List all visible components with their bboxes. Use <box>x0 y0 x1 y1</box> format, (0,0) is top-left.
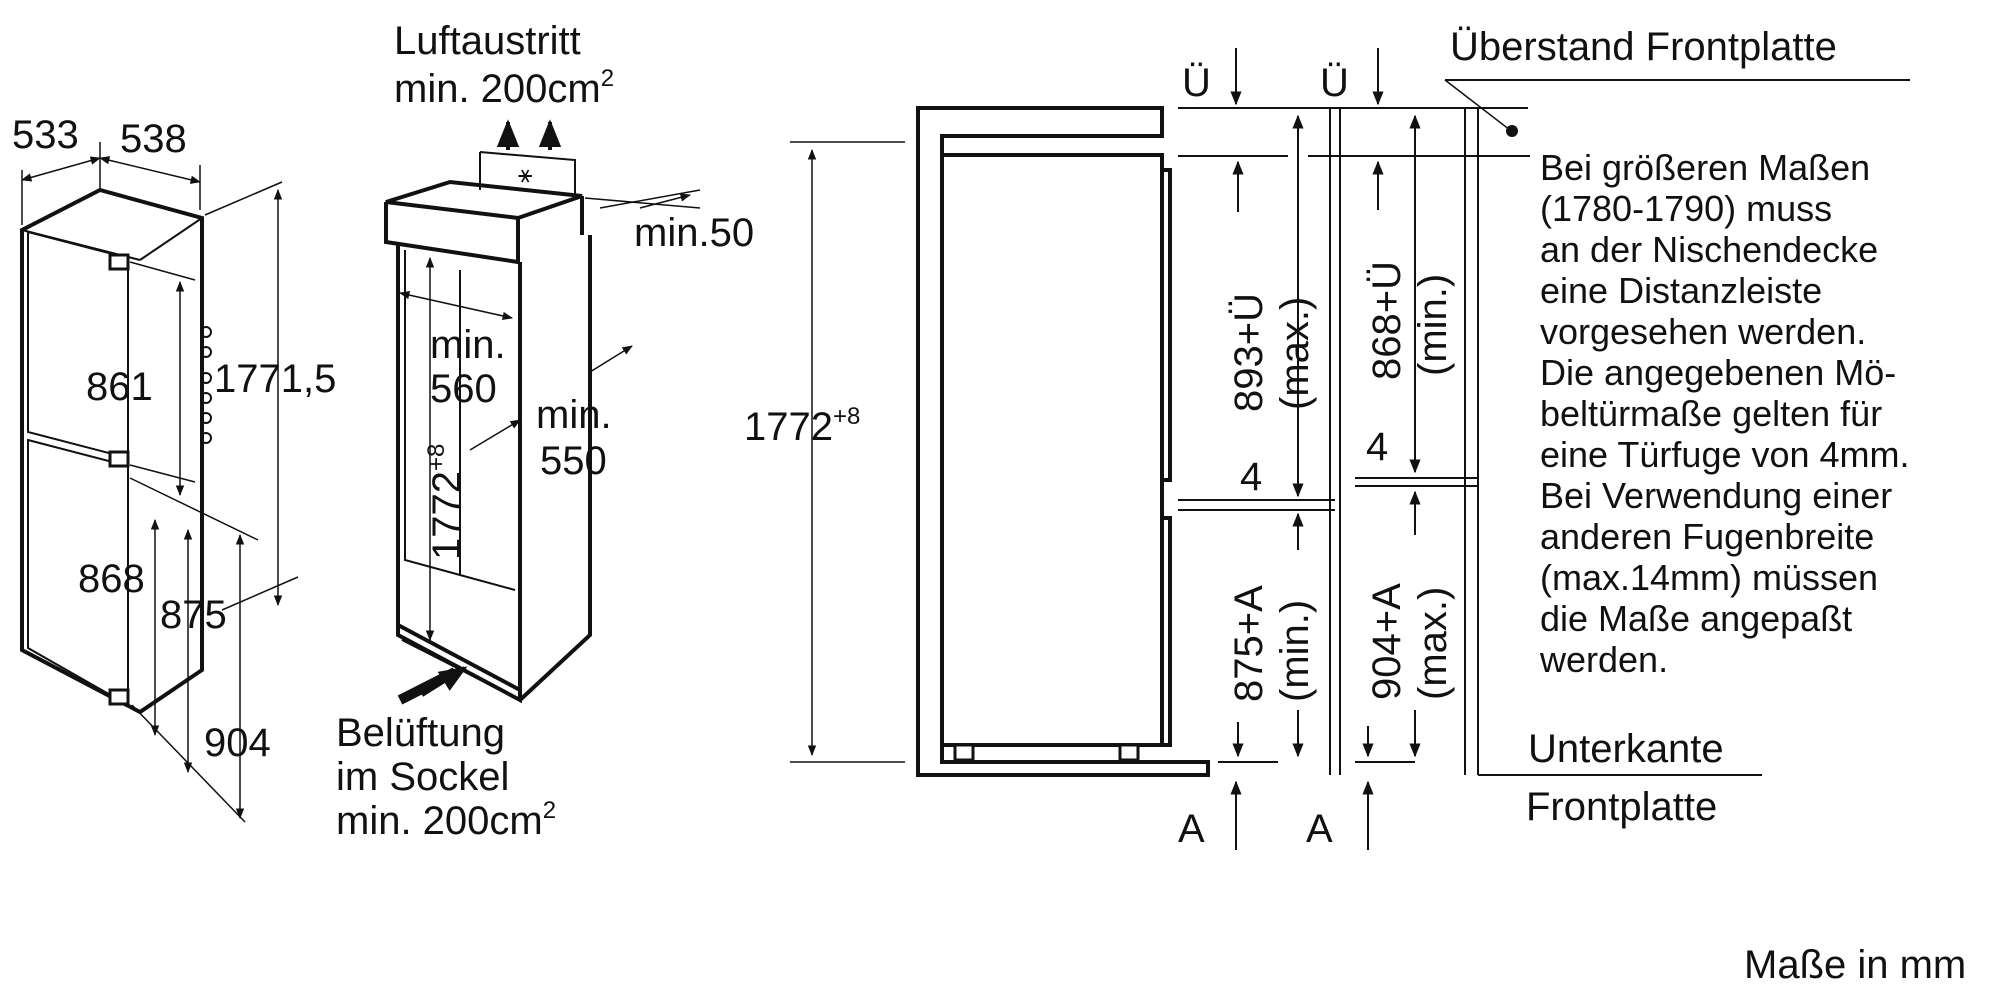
gap-left: 4 <box>1240 455 1262 499</box>
top-left-note: (max.) <box>1273 297 1317 410</box>
note-line: Bei Verwendung einer <box>1540 475 1892 516</box>
niche-width-min: min. <box>430 323 506 367</box>
vent-label-3: min. 200cm2 <box>336 797 556 843</box>
appliance-perspective-view: 533 538 861 1771,5 868 875 904 <box>12 113 336 823</box>
installation-notes: Bei größeren Maßen (1780-1790) muss an d… <box>1539 147 1910 680</box>
bottom-edge-label-2: Frontplatte <box>1526 785 1717 829</box>
overhang-label: Überstand Frontplatte <box>1450 25 1837 69</box>
vent-label-1: Belüftung <box>336 711 505 755</box>
note-line: Die angegebenen Mö- <box>1540 352 1896 393</box>
note-line: vorgesehen werden. <box>1540 311 1866 352</box>
niche-depth-value: 550 <box>540 439 607 483</box>
u-marker-left: Ü <box>1182 61 1211 105</box>
dim-door-top: 861 <box>86 365 153 409</box>
bottom-edge-label-1: Unterkante <box>1528 727 1724 771</box>
air-outlet-label: Luftaustritt <box>394 19 581 63</box>
dim-height: 1771,5 <box>214 357 336 401</box>
note-line: eine Distanzleiste <box>1540 270 1822 311</box>
note-line: Bei größeren Maßen <box>1540 147 1870 188</box>
top-right-dim: 868+Ü <box>1365 261 1409 380</box>
bottom-left-dim: 875+A <box>1227 585 1271 702</box>
note-line: eine Türfuge von 4mm. <box>1540 434 1910 475</box>
note-line: anderen Fugenbreite <box>1540 516 1874 557</box>
note-line: (1780-1790) muss <box>1540 188 1832 229</box>
total-height: 1772+8 <box>744 403 860 449</box>
note-line: beltürmaße gelten für <box>1540 393 1882 434</box>
a-marker-left: A <box>1178 807 1205 851</box>
a-marker-right: A <box>1306 807 1333 851</box>
niche-depth-min: min. <box>536 393 612 437</box>
dim-width: 538 <box>120 117 187 161</box>
note-line: an der Nischendecke <box>1540 229 1878 270</box>
note-line: die Maße angepaßt <box>1540 598 1852 639</box>
note-line: (max.14mm) müssen <box>1540 557 1878 598</box>
niche-width-value: 560 <box>430 367 497 411</box>
dim-depth: 533 <box>12 113 79 157</box>
dim-lower-904: 904 <box>204 721 271 765</box>
gap-right: 4 <box>1366 425 1388 469</box>
top-left-dim: 893+Ü <box>1227 293 1271 412</box>
vent-label-2: im Sockel <box>336 755 509 799</box>
fan-icon: ⚹ <box>518 161 532 188</box>
bottom-left-note: (min.) <box>1273 600 1317 702</box>
dim-lower-875: 875 <box>160 593 227 637</box>
note-line: werden. <box>1539 639 1668 680</box>
bottom-right-note: (max.) <box>1411 587 1455 700</box>
dim-door-bottom: 868 <box>78 557 145 601</box>
u-marker-right: Ü <box>1320 61 1349 105</box>
niche-height: 1772+8 <box>423 444 469 560</box>
units-label: Maße in mm <box>1744 943 1966 987</box>
air-outlet-min: min. 200cm2 <box>394 65 614 111</box>
niche-perspective-view: ⚹ Luftaustritt min. 200cm2 min.50 min. 5… <box>336 19 754 843</box>
top-right-note: (min.) <box>1411 274 1455 376</box>
top-gap-label: min.50 <box>634 211 754 255</box>
bottom-right-dim: 904+A <box>1365 583 1409 700</box>
side-section-view: Überstand Frontplatte Ü Ü 1772+8 893+Ü (… <box>744 25 1910 851</box>
